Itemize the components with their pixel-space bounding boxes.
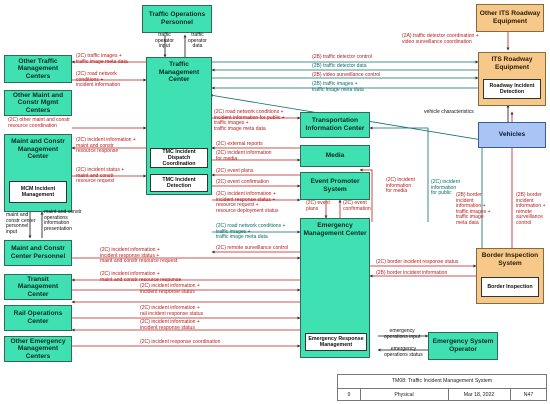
traffic-management-center-box[interactable]: Traffic Management Center TMC Incident D… bbox=[146, 57, 212, 195]
flow-label-other-mcm: (2C) other maint and constr resource coo… bbox=[8, 117, 71, 129]
tmc-dispatch-label: TMC Incident Dispatch Coordination bbox=[162, 148, 196, 168]
tic-label: Transportation Information Center bbox=[305, 117, 365, 132]
emergency-response-label: Emergency Response Management bbox=[308, 335, 364, 348]
flow-label-operator-status: emergency operations status bbox=[384, 346, 423, 358]
emergency-response-management-box[interactable]: Emergency Response Management bbox=[305, 333, 367, 351]
flow-label-mcm-1: (2C) incident information + maint and co… bbox=[76, 137, 136, 155]
emc-label: Emergency Management Center bbox=[303, 222, 367, 237]
border-inspection-system-box[interactable]: Border Inspection System Border Inspecti… bbox=[476, 248, 544, 304]
flow-label-tso-data: traffic operator data bbox=[188, 32, 207, 50]
emergency-operator-label: Emergency System Operator bbox=[432, 338, 494, 353]
tmc-detection-label: TMC Incident Detection bbox=[162, 176, 196, 189]
flow-label-emc-3: (2C) remote surveillance control bbox=[216, 245, 289, 251]
flow-label-transit-1: (2C) incident information + incident res… bbox=[140, 283, 200, 295]
other-tmc-label: Other Traffic Management Centers bbox=[17, 57, 59, 80]
traffic-operations-personnel-box[interactable]: Traffic Operations Personnel bbox=[142, 5, 212, 33]
other-traffic-management-centers-box[interactable]: Other Traffic Management Centers bbox=[4, 55, 72, 83]
flow-label-other-emc: (2C) incident response coordination bbox=[140, 339, 221, 345]
flow-label-detector-data: (2B) traffic detector data bbox=[312, 63, 367, 69]
flow-label-media-external: (2C) external reports bbox=[216, 141, 263, 147]
flow-label-ev-plans: (2C) event plans bbox=[306, 200, 330, 212]
flow-label-detector-control: (2B) traffic detector control bbox=[312, 54, 372, 60]
mcm-incident-management-box[interactable]: MCM Incident Management bbox=[9, 181, 67, 203]
flow-label-border-1: (2B) border incident information + traff… bbox=[456, 192, 491, 226]
flow-label-video-control: (2B) video surveillance control bbox=[312, 72, 381, 78]
tmc-incident-detection-box[interactable]: TMC Incident Detection bbox=[150, 174, 208, 192]
other-emc-label: Other Emergency Management Centers bbox=[10, 337, 66, 360]
flow-label-border-2: (2B) border incident information + remot… bbox=[516, 192, 546, 226]
flow-label-border-4: (2B) border incident information bbox=[376, 270, 448, 276]
other-its-label: Other ITS Roadway Equipment bbox=[479, 10, 541, 25]
traffic-operations-personnel-label: Traffic Operations Personnel bbox=[148, 11, 206, 26]
emergency-management-center-box[interactable]: Emergency Management Center Emergency Re… bbox=[300, 218, 370, 358]
other-emergency-management-centers-box[interactable]: Other Emergency Management Centers bbox=[4, 336, 72, 362]
flow-label-other-tmc-1: (2C) traffic images + traffic image meta… bbox=[76, 53, 128, 65]
maint-constr-management-center-box[interactable]: Maint and Constr Management Center MCM I… bbox=[4, 134, 72, 212]
transit-management-center-box[interactable]: Transit Management Center bbox=[4, 274, 72, 300]
event-promoter-label: Event Promoter System bbox=[310, 178, 360, 193]
flow-label-other-tmc-2: (2C) road network conditions + incident … bbox=[76, 71, 121, 89]
emergency-system-operator-box[interactable]: Emergency System Operator bbox=[428, 332, 498, 360]
flow-label-tic-for-public: (2C) incident information for public bbox=[431, 179, 460, 197]
other-its-roadway-equipment-box[interactable]: Other ITS Roadway Equipment bbox=[476, 4, 544, 32]
title-block-title: TM08: Traffic Incident Management System bbox=[338, 375, 546, 389]
flow-label-tic: (2C) road network conditions + incident … bbox=[214, 109, 285, 132]
flow-label-emc-1: (2C) incident information + incident res… bbox=[216, 191, 279, 214]
rail-label: Rail Operations Center bbox=[13, 310, 63, 325]
transit-label: Transit Management Center bbox=[17, 275, 59, 298]
title-block-date: Mar 18, 2022 bbox=[448, 389, 511, 401]
roadway-incident-detection-box[interactable]: Roadway Incident Detection bbox=[483, 79, 541, 99]
rail-operations-center-box[interactable]: Rail Operations Center bbox=[4, 305, 72, 331]
title-block-view: Physical bbox=[360, 389, 449, 401]
title-block-sheet: 9 bbox=[338, 389, 361, 401]
event-promoter-system-box[interactable]: Event Promoter System bbox=[300, 172, 370, 200]
roadway-incident-detection-label: Roadway Incident Detection bbox=[489, 82, 535, 95]
flow-label-mcm-emc-1: (2C) incident information + incident res… bbox=[100, 247, 178, 265]
flow-label-rail: (2C) incident information + incident res… bbox=[140, 319, 200, 331]
mcm-personnel-label: Maint and Constr Center Personnel bbox=[10, 245, 66, 260]
flow-label-emc-2: (2C) road network conditions + traffic i… bbox=[216, 223, 286, 241]
vehicles-box[interactable]: Vehicles bbox=[478, 122, 546, 148]
flow-label-border-3: (2C) border incident response status bbox=[376, 259, 459, 265]
flow-label-ev-confirmation: (2C) event confirmation bbox=[343, 200, 371, 212]
flow-label-event-plans: (2C) event plans bbox=[216, 168, 254, 174]
flow-label-traffic-images: (2B) traffic images + traffic image meta… bbox=[312, 81, 364, 93]
transportation-information-center-box[interactable]: Transportation Information Center bbox=[300, 112, 370, 138]
border-inspection-system-label: Border Inspection System bbox=[481, 252, 539, 267]
vehicles-label: Vehicles bbox=[498, 131, 526, 139]
flow-label-mcm-personnel-output: maint and constr operations information … bbox=[44, 209, 82, 232]
its-roadway-label: ITS Roadway Equipment bbox=[491, 56, 533, 71]
flow-label-transit-2: (2C) incident information + rail inciden… bbox=[140, 305, 204, 317]
flow-label-mcm-emc-2: (2C) incident information + maint and co… bbox=[100, 271, 182, 283]
flow-label-mcm-2: (2C) incident status + maint and constr … bbox=[76, 167, 125, 185]
flow-label-tso-input: traffic operator input bbox=[155, 32, 174, 50]
maint-constr-center-personnel-box[interactable]: Maint and Constr Center Personnel bbox=[4, 240, 72, 266]
mcm-center-label: Maint and Constr Management Center bbox=[11, 138, 65, 161]
flow-label-event-confirmation: (2C) event confirmation bbox=[216, 179, 269, 185]
its-roadway-equipment-box[interactable]: ITS Roadway Equipment Roadway Incident D… bbox=[478, 52, 546, 106]
title-block-page: N47 bbox=[523, 392, 534, 398]
flow-label-media-for-media: (2C) incident information for media bbox=[386, 177, 415, 195]
other-maint-constr-centers-box[interactable]: Other Maint and Constr Mgmt Centers bbox=[4, 90, 72, 116]
tmc-label: Traffic Management Center bbox=[158, 61, 200, 84]
tmc-incident-dispatch-box[interactable]: TMC Incident Dispatch Coordination bbox=[150, 148, 208, 168]
flow-label-vehicle-characteristics: vehicle characteristics bbox=[424, 109, 474, 115]
flow-label-media-incident: (2C) incident information for media bbox=[216, 150, 272, 162]
border-inspection-box[interactable]: Border Inspection bbox=[481, 277, 539, 297]
media-label: Media bbox=[325, 152, 345, 160]
flow-label-mcm-personnel-input: maint and constr center personnel input bbox=[6, 212, 36, 235]
other-mcm-label: Other Maint and Constr Mgmt Centers bbox=[12, 91, 64, 114]
border-inspection-label: Border Inspection bbox=[487, 283, 533, 290]
mcm-incident-management-label: MCM Incident Management bbox=[20, 185, 56, 198]
media-box[interactable]: Media bbox=[300, 145, 370, 167]
flow-label-operator-input: emergency operations input bbox=[384, 328, 421, 340]
flow-label-other-its: (2A) traffic detector coordination + vid… bbox=[402, 33, 479, 45]
title-block: TM08: Traffic Incident Management System… bbox=[337, 374, 547, 401]
